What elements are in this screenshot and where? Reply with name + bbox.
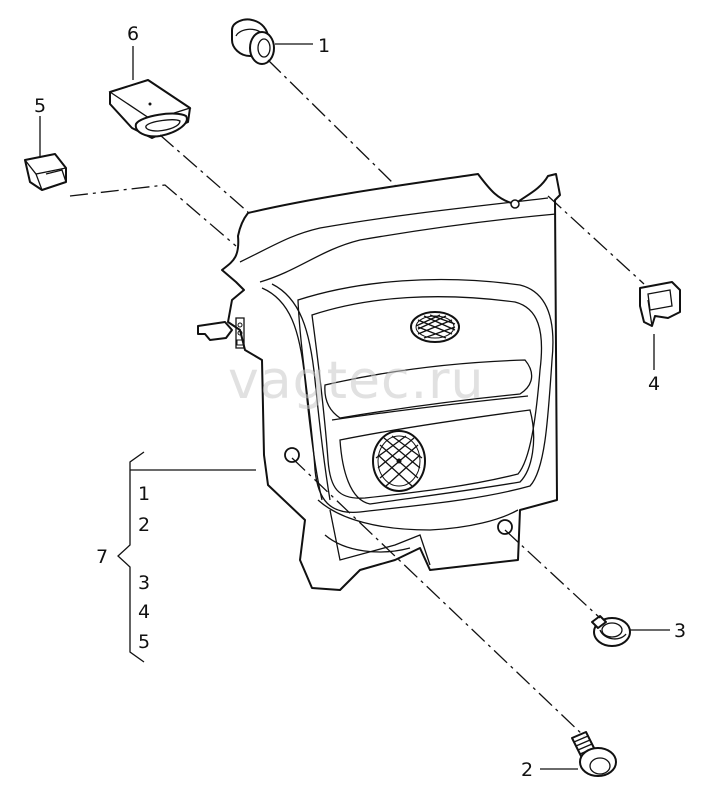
assembly-line-part-6 (159, 134, 249, 213)
group-7-item: 2 (138, 514, 150, 536)
part-1-trim-clip (231, 18, 275, 65)
callout-5: 5 (34, 95, 46, 117)
group-7-brace (117, 451, 145, 663)
panel-mounting-hole-top-right (510, 199, 520, 209)
part-5-small-cap (23, 153, 68, 191)
callout-3: 3 (674, 620, 686, 642)
upper-speaker-grille (410, 311, 460, 343)
trim-panel (221, 173, 561, 591)
assembly-line-part-2 (291, 457, 585, 737)
group-7-item: 5 (138, 631, 150, 653)
callout-6: 6 (127, 23, 139, 45)
part-4-retaining-clip (639, 281, 681, 327)
callout-4: 4 (648, 373, 660, 395)
assembly-line-part-1 (267, 59, 396, 186)
group-7-item: 4 (138, 601, 150, 623)
part-3-push-clip (591, 615, 631, 647)
part-6-cover-cap (108, 79, 192, 139)
lower-speaker-grille (372, 430, 426, 492)
assembly-line-part-3 (504, 529, 601, 619)
panel-side-bracket (197, 317, 245, 349)
callout-2: 2 (521, 759, 533, 781)
callout-1: 1 (318, 35, 330, 57)
part-2-screw (571, 731, 617, 777)
assembly-line-part-5 (69, 184, 237, 247)
panel-mounting-hole-lower-right (497, 519, 513, 535)
group-7-item: 3 (138, 572, 150, 594)
group-7-item: 1 (138, 483, 150, 505)
watermark-text: vagtec.ru (228, 351, 484, 411)
assembly-line-part-4 (547, 195, 645, 285)
callout-7: 7 (96, 546, 108, 568)
panel-mounting-hole-upper-left (284, 447, 300, 463)
